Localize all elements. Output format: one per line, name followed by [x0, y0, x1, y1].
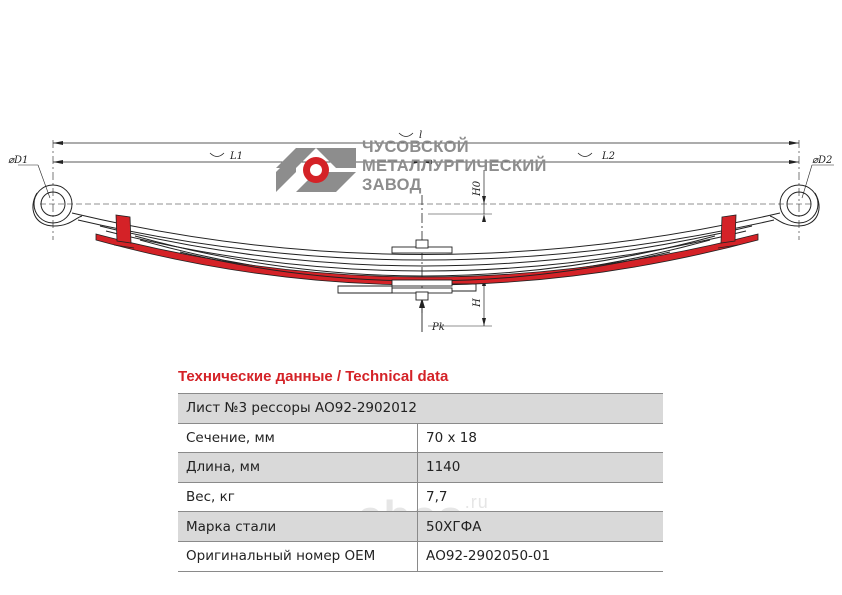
label-l2: L2 — [601, 151, 615, 162]
label-h: H — [472, 298, 483, 308]
factory-logo-text: ЧУСОВСКОЙ МЕТАЛЛУРГИЧЕСКИЙ ЗАВОД — [362, 138, 547, 195]
row-value: 7,7 — [417, 482, 663, 513]
label-l1: L1 — [229, 151, 243, 162]
row-value: 70 x 18 — [417, 423, 663, 454]
logo-line: ЗАВОД — [362, 176, 422, 194]
technical-data-title: Технические данные / Technical data — [178, 368, 449, 385]
row-value: 50ХГФА — [417, 511, 663, 542]
table-row: Сечение, мм 70 x 18 — [178, 423, 663, 454]
row-label: Вес, кг — [178, 482, 418, 513]
left-eye — [32, 184, 83, 227]
factory-logo-icon — [276, 148, 356, 192]
label-d2: ⌀D2 — [812, 155, 832, 166]
right-clamp — [717, 214, 739, 249]
row-value: АО92-2902050-01 — [417, 541, 663, 572]
label-d1: ⌀D1 — [8, 155, 28, 166]
row-label: Оригинальный номер OEM — [178, 541, 418, 572]
table-row: Оригинальный номер OEM АО92-2902050-01 — [178, 541, 663, 572]
label-h0: H0 — [472, 180, 483, 197]
table-row: Длина, мм 1140 — [178, 452, 663, 483]
table-row: Вес, кг 7,7 — [178, 482, 663, 513]
right-eye — [769, 184, 820, 227]
left-clamp — [113, 214, 135, 249]
table-header-row: Лист №3 рессоры АО92-2902012 — [178, 393, 663, 424]
row-value: 1140 — [417, 452, 663, 483]
row-label: Сечение, мм — [178, 423, 418, 454]
center-bolt — [337, 239, 477, 301]
leaf-spring-drawing: l L1 L2 H0 H Pk ⌀D1 ⌀D2 — [8, 130, 834, 333]
technical-data-table: Лист №3 рессоры АО92-2902012 Сечение, мм… — [178, 393, 663, 572]
label-l: l — [419, 130, 422, 141]
highlighted-leaf — [95, 233, 759, 286]
row-label: Длина, мм — [178, 452, 418, 483]
table-row: Марка стали 50ХГФА — [178, 511, 663, 542]
table-header: Лист №3 рессоры АО92-2902012 — [178, 393, 663, 424]
logo-line: МЕТАЛЛУРГИЧЕСКИЙ — [362, 157, 547, 175]
row-label: Марка стали — [178, 511, 418, 542]
logo-line: ЧУСОВСКОЙ — [362, 138, 469, 156]
label-pk: Pk — [431, 322, 445, 333]
